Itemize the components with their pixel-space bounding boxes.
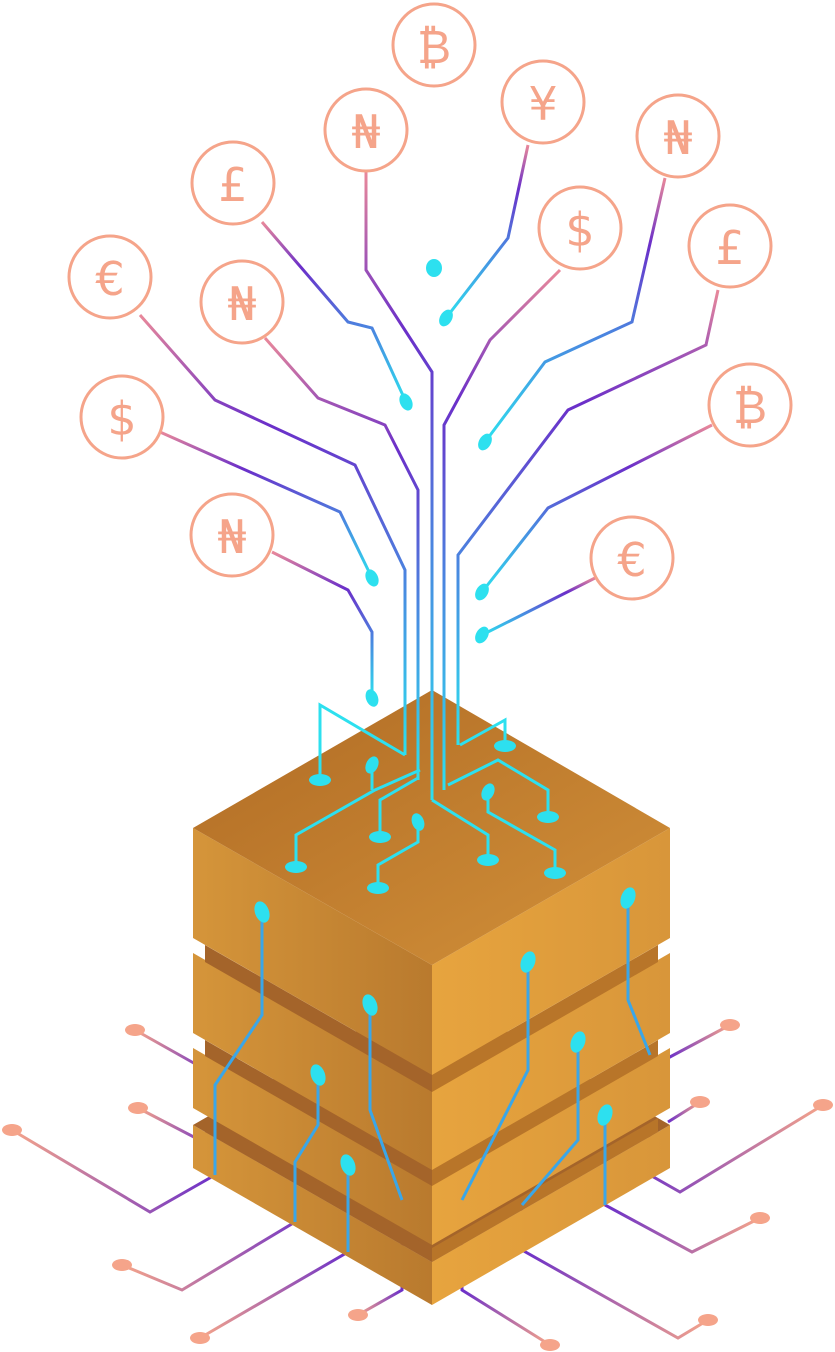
top-circuit-wires	[294, 702, 557, 887]
pound-icon: £	[190, 140, 276, 226]
trunk-circuit-wires	[138, 95, 720, 800]
circuit-terminals	[2, 259, 833, 1351]
coin-symbol: $	[565, 203, 594, 257]
naira-icon: ₦	[189, 492, 275, 578]
coin-circle	[189, 492, 275, 578]
coin-circle	[67, 234, 153, 320]
coin-circle	[190, 140, 276, 226]
pound-icon: £	[687, 203, 773, 289]
euro-icon: €	[67, 234, 153, 320]
coin-symbol: ¥	[528, 77, 557, 131]
euro-icon: €	[589, 515, 675, 601]
dollar-icon: $	[537, 185, 623, 271]
coin-symbol: ₦	[227, 277, 256, 331]
coin-circle	[537, 185, 623, 271]
coin-symbol: ₦	[663, 111, 692, 165]
block-face-wires	[213, 898, 652, 1252]
coin-symbol: ₿	[417, 20, 451, 74]
coin-symbol: ₦	[351, 105, 380, 159]
coin-circle	[707, 362, 793, 448]
coin-symbol: ₦	[217, 510, 246, 564]
coin-circle	[199, 259, 285, 345]
coin-circle	[635, 93, 721, 179]
coin-symbol: €	[617, 533, 646, 587]
coin-circle	[500, 59, 586, 145]
coin-circle	[687, 203, 773, 289]
coin-symbol: €	[95, 252, 124, 306]
bitcoin-icon: ₿	[391, 2, 477, 88]
yen-icon: ¥	[500, 59, 586, 145]
coin-symbol: $	[107, 392, 136, 446]
coin-circle	[79, 374, 165, 460]
coin-circle	[323, 87, 409, 173]
dollar-icon: $	[79, 374, 165, 460]
coin-symbol: ₿	[733, 380, 767, 434]
coin-symbol: £	[715, 221, 744, 275]
coin-symbol: £	[218, 158, 247, 212]
naira-icon: ₦	[199, 259, 285, 345]
naira-icon: ₦	[323, 87, 409, 173]
coin-circle	[391, 2, 477, 88]
coin-circle	[589, 515, 675, 601]
bitcoin-icon: ₿	[707, 362, 793, 448]
naira-icon: ₦	[635, 93, 721, 179]
currency-coins: ₿ ₦ ¥ ₦ £ $ £ € ₦ ₿ $ € ₦	[67, 2, 793, 601]
